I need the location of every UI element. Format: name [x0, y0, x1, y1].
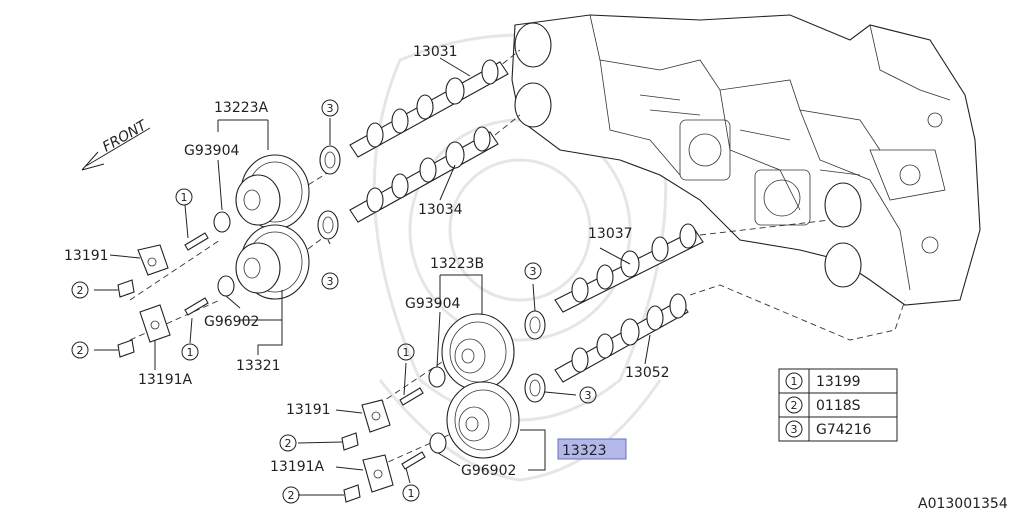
callout-1: 1 [187, 346, 194, 359]
sprocket-13223A [235, 154, 310, 230]
label-g96902-upper: G96902 [204, 314, 259, 330]
highlight-box [557, 438, 627, 460]
sprocket-13321 [235, 224, 310, 300]
label-13223B: 13223B [430, 256, 484, 272]
label-13191A-lower: 13191A [270, 459, 325, 475]
front-label: FRONT [100, 117, 151, 155]
legend-part: 0118S [816, 398, 861, 414]
camshaft-13052 [554, 293, 689, 383]
o-rings [213, 211, 447, 454]
legend-part: G74216 [816, 422, 871, 438]
callout-2: 2 [285, 437, 292, 450]
callouts-2: 2 2 2 2 [71, 281, 300, 504]
callout-2: 2 [288, 489, 295, 502]
legend-part: 13199 [816, 374, 861, 390]
camshaft-13037 [554, 223, 704, 313]
callouts-1: 1 1 1 1 [175, 188, 420, 502]
callout-2: 2 [77, 284, 84, 297]
plates [137, 244, 394, 493]
legend-row: 1 13199 [785, 372, 861, 390]
legend-row: 3 G74216 [785, 420, 871, 438]
leader-lines [94, 57, 651, 496]
label-g93904-lower: G93904 [405, 296, 460, 312]
callout-3: 3 [585, 389, 592, 402]
legend-table: 1 13199 2 0118S 3 G74216 [778, 368, 898, 442]
callout-3: 3 [327, 102, 334, 115]
callout-3: 3 [327, 275, 334, 288]
label-13323[interactable]: 13323 [562, 443, 607, 459]
sprocket-13323 [446, 381, 520, 459]
front-arrow: FRONT [81, 117, 151, 171]
callout-1: 1 [408, 487, 415, 500]
label-13031: 13031 [413, 44, 458, 60]
legend-num: 1 [791, 375, 798, 388]
label-13052: 13052 [625, 365, 670, 381]
label-13191A-upper: 13191A [138, 372, 193, 388]
label-13321: 13321 [236, 358, 281, 374]
callouts-3: 3 3 3 3 [321, 99, 597, 404]
sprocket-13223B [441, 313, 515, 391]
legend-row: 2 0118S [785, 396, 861, 414]
reference-code: A013001354 [918, 496, 1008, 512]
callout-2: 2 [77, 344, 84, 357]
label-13034: 13034 [418, 202, 463, 218]
legend-num: 3 [791, 423, 798, 436]
callout-1: 1 [181, 191, 188, 204]
highlighted-part-13323[interactable]: 13323 [557, 438, 627, 460]
label-13037: 13037 [588, 226, 633, 242]
seal-rings [317, 145, 546, 403]
bolts-item-1 [184, 232, 426, 470]
callout-1: 1 [403, 346, 410, 359]
label-g96902-lower: G96902 [461, 463, 516, 479]
callout-3: 3 [530, 265, 537, 278]
legend-num: 2 [791, 399, 798, 412]
camshaft-13031 [349, 59, 509, 158]
label-13191-upper: 13191 [64, 248, 109, 264]
label-13223A: 13223A [214, 100, 269, 116]
engine-block [511, 14, 981, 306]
label-g93904-upper: G93904 [184, 143, 239, 159]
label-13191-lower: 13191 [286, 402, 331, 418]
screws-item-2 [117, 279, 361, 503]
part-labels: 13031 13223A G93904 13034 13191 G96902 1… [64, 44, 670, 479]
camshaft-13034 [349, 126, 499, 223]
